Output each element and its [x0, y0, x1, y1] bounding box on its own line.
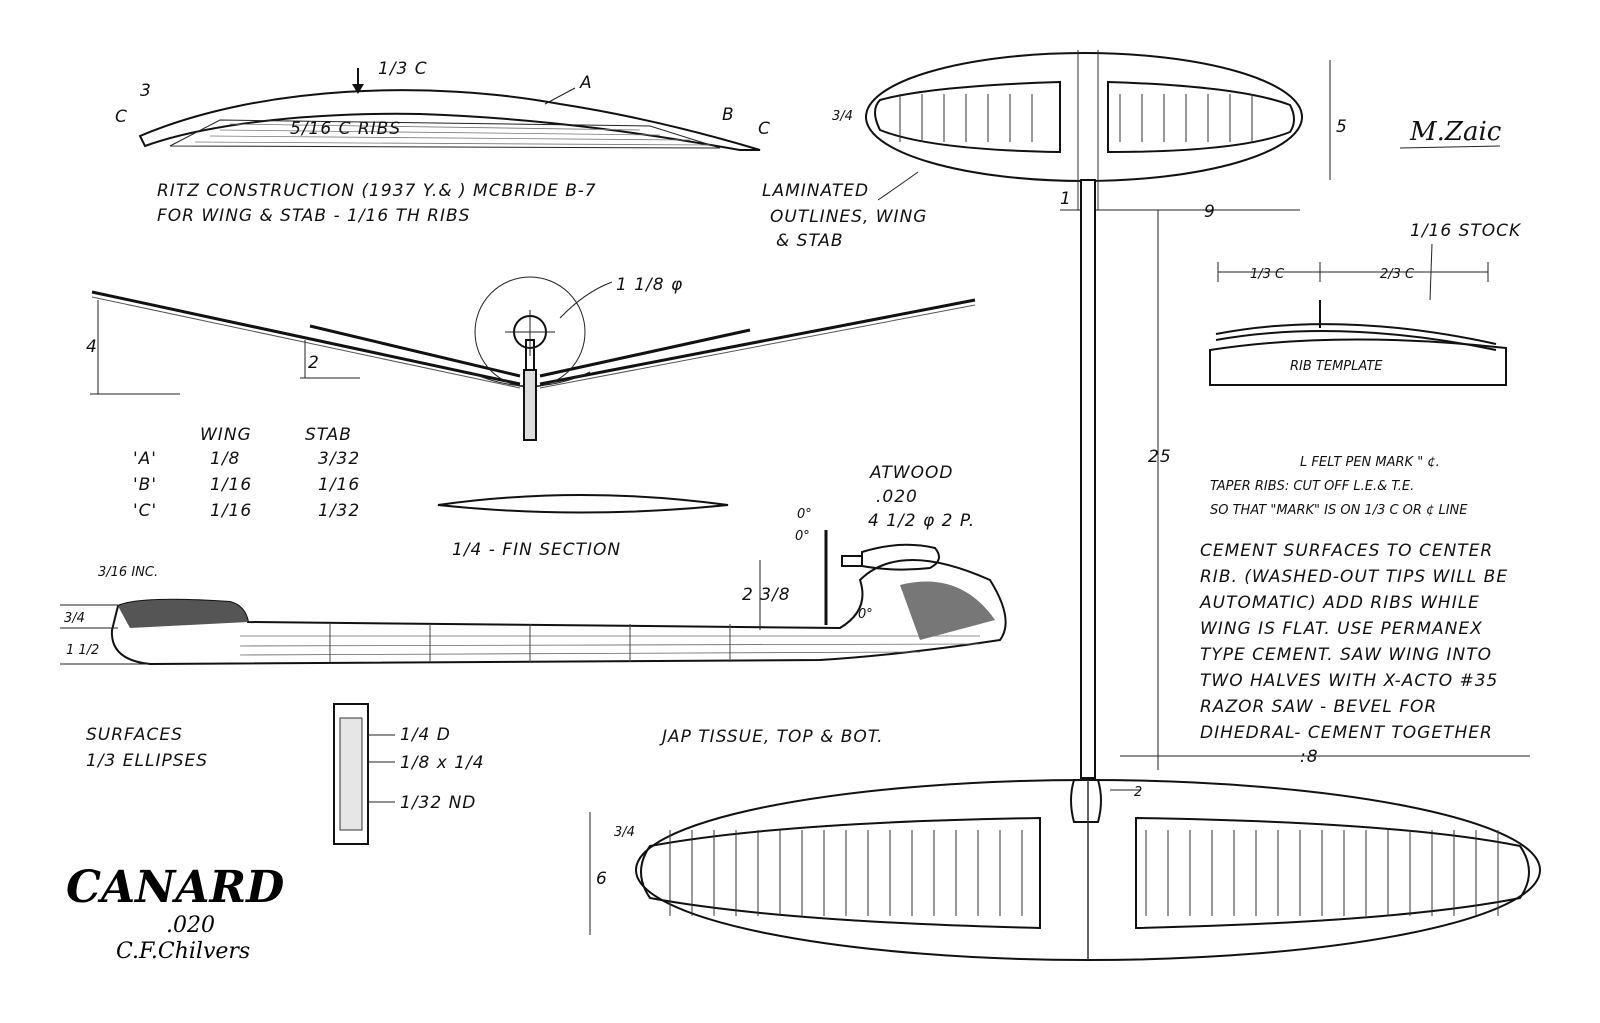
rib-label-ribs: 5/16 C RIBS [290, 119, 401, 139]
fin-section-label: 1/4 - FIN SECTION [452, 540, 621, 560]
instruction-4: CEMENT SURFACES TO CENTER [1200, 541, 1493, 561]
table-row-a-label: 'A' [133, 449, 157, 469]
plan-wing: 2 3/4 6 [589, 779, 1541, 961]
instruction-6: AUTOMATIC) ADD RIBS WHILE [1199, 593, 1480, 613]
rib-note-line1: RITZ CONSTRUCTION (1937 Y.& ) MCBRIDE B-… [157, 181, 597, 201]
table-row-b-stab: 1/16 [318, 475, 360, 495]
table-row-b-label: 'B' [133, 475, 157, 495]
instruction-7: WING IS FLAT. USE PERMANEX [1200, 619, 1483, 639]
table-header-wing: WING [200, 425, 252, 445]
rib-cross-section: 1/3 C A C 3 B C 5/16 C RIBS RITZ CONSTRU… [115, 59, 771, 226]
side-dim-34: 3/4 [64, 611, 85, 626]
rib-label-b-left: 3 [140, 81, 152, 101]
laminated-note: LAMINATED OUTLINES, WING & STAB [762, 171, 927, 251]
thrust-angle-2: 0° [795, 529, 810, 544]
instruction-1: L FELT PEN MARK " ¢. [1300, 455, 1440, 470]
boom-dim-size: 1/8 x 1/4 [400, 753, 485, 773]
engine-prop: 4 1/2 φ 2 P. [868, 511, 975, 531]
side-dim-112: 1 1/2 [66, 643, 99, 658]
table-row-c-wing: 1/16 [210, 501, 252, 521]
table-row-a-stab: 3/32 [318, 449, 360, 469]
designer-label: C.F.Chilvers [116, 939, 250, 964]
laminated-line1: LAMINATED [762, 181, 869, 201]
thrust-angle-1: 0° [797, 507, 812, 522]
wing-dim-6: 6 [596, 869, 608, 889]
instruction-10: RAZOR SAW - BEVEL FOR [1200, 697, 1437, 717]
instruction-2: TAPER RIBS: CUT OFF L.E.& T.E. [1210, 479, 1414, 494]
table-row-c-stab: 1/32 [318, 501, 360, 521]
instruction-9: TWO HALVES WITH X-ACTO #35 [1200, 671, 1498, 691]
instruction-11: DIHEDRAL- CEMENT TOGETHER [1200, 723, 1493, 743]
instruction-8: TYPE CEMENT. SAW WING INTO [1200, 645, 1492, 665]
rib-label-c-left: C [115, 107, 128, 127]
surfaces-line1: SURFACES [86, 725, 183, 745]
rib-template: 1/16 STOCK 1/3 C 2/3 C RIB TEMPLATE [1209, 221, 1522, 386]
template-c2: 2/3 C [1380, 267, 1415, 282]
template-label: RIB TEMPLATE [1290, 359, 1383, 374]
surfaces-note: SURFACES 1/3 ELLIPSES [86, 725, 208, 771]
side-inc-label: 3/16 INC. [98, 565, 158, 580]
covering-note: JAP TISSUE, TOP & BOT. [659, 727, 884, 747]
boom-dim-18: :8 [1300, 747, 1319, 767]
rib-label-13c: 1/3 C [378, 59, 428, 79]
side-dim-238: 2 3/8 [742, 585, 791, 605]
engine-info: ATWOOD .020 4 1/2 φ 2 P. [868, 463, 975, 531]
engine-name: ATWOOD [869, 463, 953, 483]
side-view: 0° 0° 0° 2 3/8 3/16 INC. 3/4 1 1/2 [60, 507, 1007, 666]
dihedral-dim-4: 4 [86, 337, 98, 357]
template-stock: 1/16 STOCK [1410, 221, 1522, 241]
wing-dim-2: 2 [1134, 785, 1142, 800]
stab-dim-5: 5 [1336, 117, 1348, 137]
boom-dim-nd: 1/32 ND [400, 793, 476, 813]
dihedral-dim-2: 2 [308, 353, 320, 373]
boom-dim-d: 1/4 D [400, 725, 451, 745]
laminated-line2: OUTLINES, WING [770, 207, 927, 227]
front-view: 1 1/8 φ 4 2 [86, 275, 976, 441]
rib-label-a: A [579, 73, 593, 93]
table-row-b-wing: 1/16 [210, 475, 252, 495]
instruction-5: RIB. (WASHED-OUT TIPS WILL BE [1200, 567, 1508, 587]
stab-dim-34: 3/4 [832, 109, 853, 124]
signature: M.Zaic [1409, 117, 1502, 147]
wing-dim-34: 3/4 [614, 825, 635, 840]
rib-note-line2: FOR WING & STAB - 1/16 TH RIBS [157, 206, 470, 226]
table-row-c-label: 'C' [133, 501, 157, 521]
fin-section: 1/4 - FIN SECTION [437, 494, 729, 560]
stab-dim-1: 1 [1060, 189, 1072, 209]
model-title: CANARD [66, 862, 284, 913]
boom-section: 1/4 D 1/8 x 1/4 1/32 ND [333, 703, 485, 845]
engine-size: .020 [876, 487, 918, 507]
boom-dim-25: 25 [1148, 447, 1172, 467]
instruction-3: SO THAT "MARK" IS ON 1/3 C OR ¢ LINE [1210, 503, 1468, 518]
template-c1: 1/3 C [1250, 267, 1285, 282]
table-row-a-wing: 1/8 [210, 449, 240, 469]
thrust-angle-3: 0° [858, 607, 873, 622]
laminated-line3: & STAB [776, 231, 844, 251]
plan-boom: 25 :8 [1080, 179, 1530, 779]
title-block: CANARD .020 C.F.Chilvers [66, 862, 284, 964]
table-header-stab: STAB [305, 425, 352, 445]
prop-dia-label: 1 1/8 φ [616, 275, 683, 295]
stab-dim-9: 9 [1204, 202, 1216, 222]
rib-label-c-right: C [758, 119, 771, 139]
engine-label: .020 [166, 913, 215, 938]
rib-label-b: B [722, 105, 735, 125]
instructions: L FELT PEN MARK " ¢. TAPER RIBS: CUT OFF… [1199, 455, 1508, 743]
surfaces-line2: 1/3 ELLIPSES [86, 751, 208, 771]
material-table: WING STAB 'A' 1/8 3/32 'B' 1/16 1/16 'C'… [133, 425, 360, 521]
